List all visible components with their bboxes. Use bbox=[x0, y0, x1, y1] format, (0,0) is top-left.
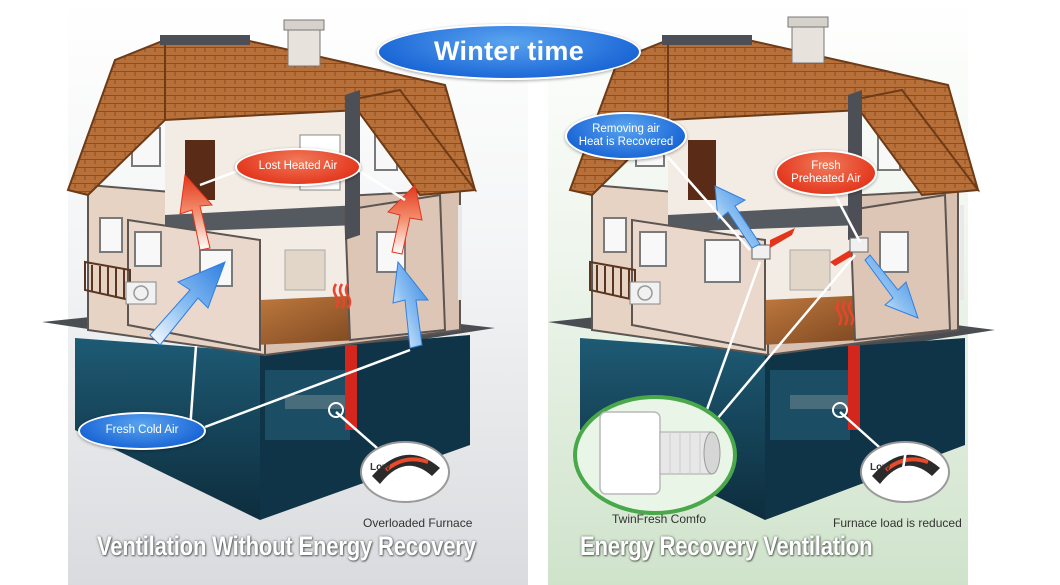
right-gauge-caption: Furnace load is reduced bbox=[833, 516, 962, 530]
page-title: Winter time bbox=[433, 36, 585, 67]
preheated-air-bubble: Fresh Preheated Air bbox=[775, 150, 877, 196]
twinfresh-device bbox=[573, 395, 737, 515]
removing-air-line2: Heat is Recovered bbox=[578, 136, 674, 148]
removing-air-bubble: Removing air Heat is Recovered bbox=[565, 112, 687, 160]
left-gauge-caption: Overloaded Furnace bbox=[363, 516, 473, 530]
right-section-heading: Energy Recovery Ventilation bbox=[580, 531, 873, 561]
title-bubble: Winter time bbox=[377, 24, 641, 80]
removing-air-line1: Removing air bbox=[592, 122, 660, 135]
right-gauge-low-label: Low bbox=[870, 462, 890, 473]
left-gauge: Low bbox=[360, 441, 450, 503]
lost-air-label: Lost Heated Air bbox=[258, 160, 338, 173]
left-house bbox=[42, 19, 495, 520]
preheated-air-line2: Preheated Air bbox=[791, 173, 861, 185]
fresh-cold-air-bubble: Fresh Cold Air bbox=[78, 412, 206, 450]
right-gauge: Low bbox=[860, 441, 950, 503]
device-caption: TwinFresh Comfo bbox=[612, 512, 707, 526]
left-section-heading: Ventilation Without Energy Recovery bbox=[97, 531, 476, 561]
preheated-air-line1: Fresh bbox=[811, 159, 841, 172]
left-gauge-low-label: Low bbox=[370, 462, 390, 473]
lost-air-bubble: Lost Heated Air bbox=[235, 148, 361, 186]
fresh-cold-air-label: Fresh Cold Air bbox=[105, 424, 179, 437]
